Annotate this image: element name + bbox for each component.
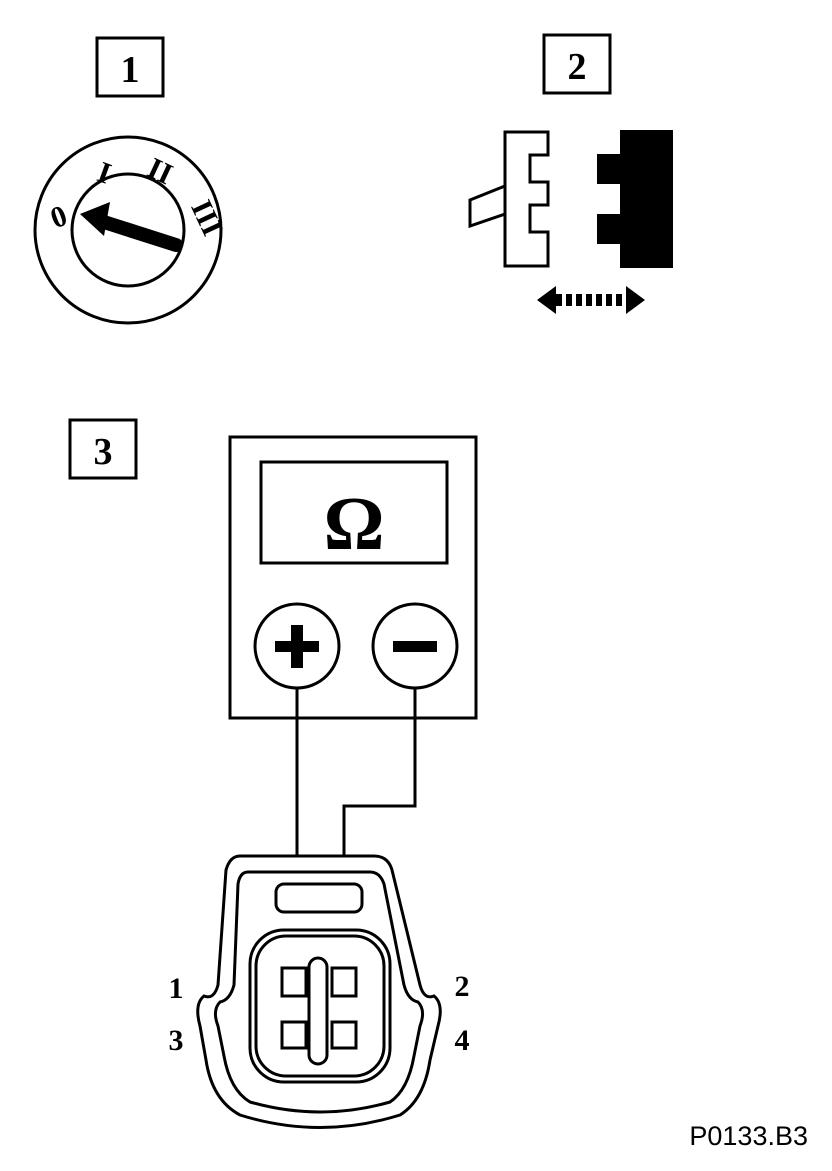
double-arrow-icon	[537, 286, 645, 314]
pin-3-cavity	[280, 1020, 308, 1050]
step-3-number: 3	[94, 431, 113, 473]
step-1-label: 1	[95, 36, 165, 98]
minus-icon	[393, 641, 437, 652]
pin-1-cavity	[280, 966, 308, 998]
pin-2-cavity	[330, 966, 358, 998]
ignition-switch-icon: 0 I II III	[33, 135, 229, 325]
step-1-number: 1	[121, 49, 140, 91]
pin-label-2: 2	[455, 970, 470, 1003]
sensor-connector	[196, 854, 442, 1129]
ohmmeter: Ω	[228, 435, 478, 720]
pin-4-cavity	[330, 1020, 358, 1050]
step-2-label: 2	[542, 33, 612, 95]
step-2-number: 2	[568, 46, 587, 88]
pin-label-4: 4	[455, 1024, 470, 1057]
connector-disconnect-icon	[468, 130, 673, 314]
ohmmeter-display	[259, 460, 449, 565]
pin-label-1: 1	[169, 972, 184, 1005]
step-3-label: 3	[68, 418, 138, 480]
ohm-unit-symbol: Ω	[324, 482, 385, 566]
pin-label-3: 3	[169, 1024, 184, 1057]
figure-code: P0133.B3	[689, 1121, 808, 1151]
ignition-key-arrow-icon	[80, 202, 183, 252]
plus-icon	[275, 625, 319, 668]
